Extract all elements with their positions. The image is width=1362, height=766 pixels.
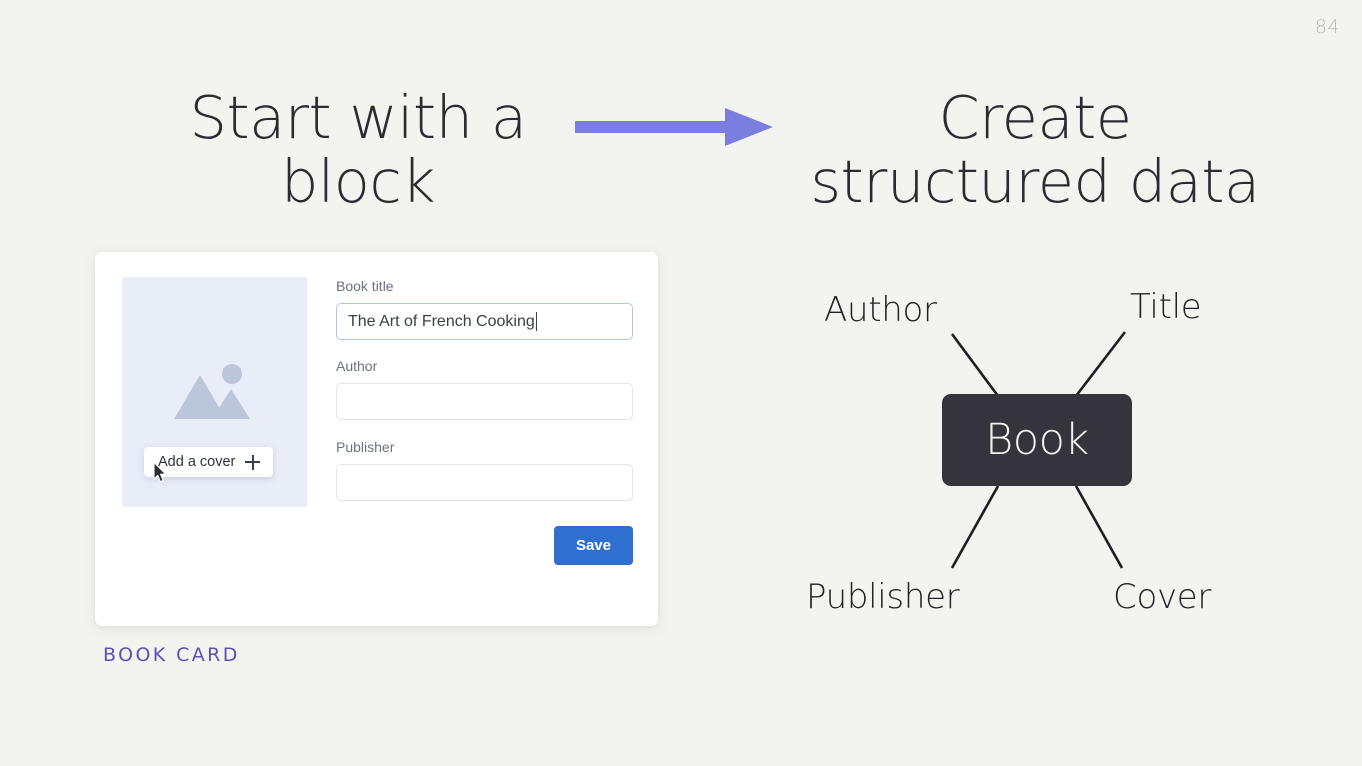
diagram-label-title: Title [1130, 287, 1202, 327]
save-row: Save [336, 526, 633, 565]
structured-data-diagram: Author Title Publisher Cover Book [780, 270, 1270, 640]
diagram-label-publisher: Publisher [806, 577, 960, 617]
book-title-value: The Art of French Cooking [348, 312, 535, 330]
field-group-publisher: Publisher [336, 439, 633, 501]
book-card-caption: BOOK CARD [103, 644, 240, 666]
book-title-label: Book title [336, 278, 394, 294]
book-form: Book title The Art of French Cooking Aut… [336, 278, 633, 565]
cover-placeholder[interactable]: Add a cover [122, 277, 307, 507]
publisher-label: Publisher [336, 439, 395, 455]
mouse-cursor-icon [153, 461, 168, 483]
heading-right: Create structured data [810, 83, 1260, 216]
diagram-node-label: Book [985, 415, 1089, 465]
text-caret [535, 312, 538, 331]
field-group-book-title: Book title The Art of French Cooking [336, 278, 633, 340]
arrow-right-icon [575, 106, 775, 148]
publisher-input[interactable] [336, 464, 633, 501]
image-placeholder-icon [173, 361, 256, 423]
book-title-input[interactable]: The Art of French Cooking [336, 303, 633, 340]
book-card: Add a cover Book title The Art of French… [95, 252, 658, 626]
field-group-author: Author [336, 358, 633, 420]
author-label: Author [336, 358, 378, 374]
add-a-cover-button[interactable]: Add a cover [144, 447, 274, 477]
diagram-node-book: Book [942, 394, 1132, 486]
page-number: 84 [1314, 16, 1340, 38]
plus-icon [245, 454, 261, 470]
diagram-connectors [950, 331, 1127, 569]
author-input[interactable] [336, 383, 633, 420]
diagram-label-cover: Cover [1113, 577, 1212, 617]
diagram-label-author: Author [824, 290, 937, 330]
save-button[interactable]: Save [553, 526, 633, 565]
add-a-cover-label: Add a cover [158, 454, 236, 470]
heading-left: Start with a block [189, 83, 527, 216]
